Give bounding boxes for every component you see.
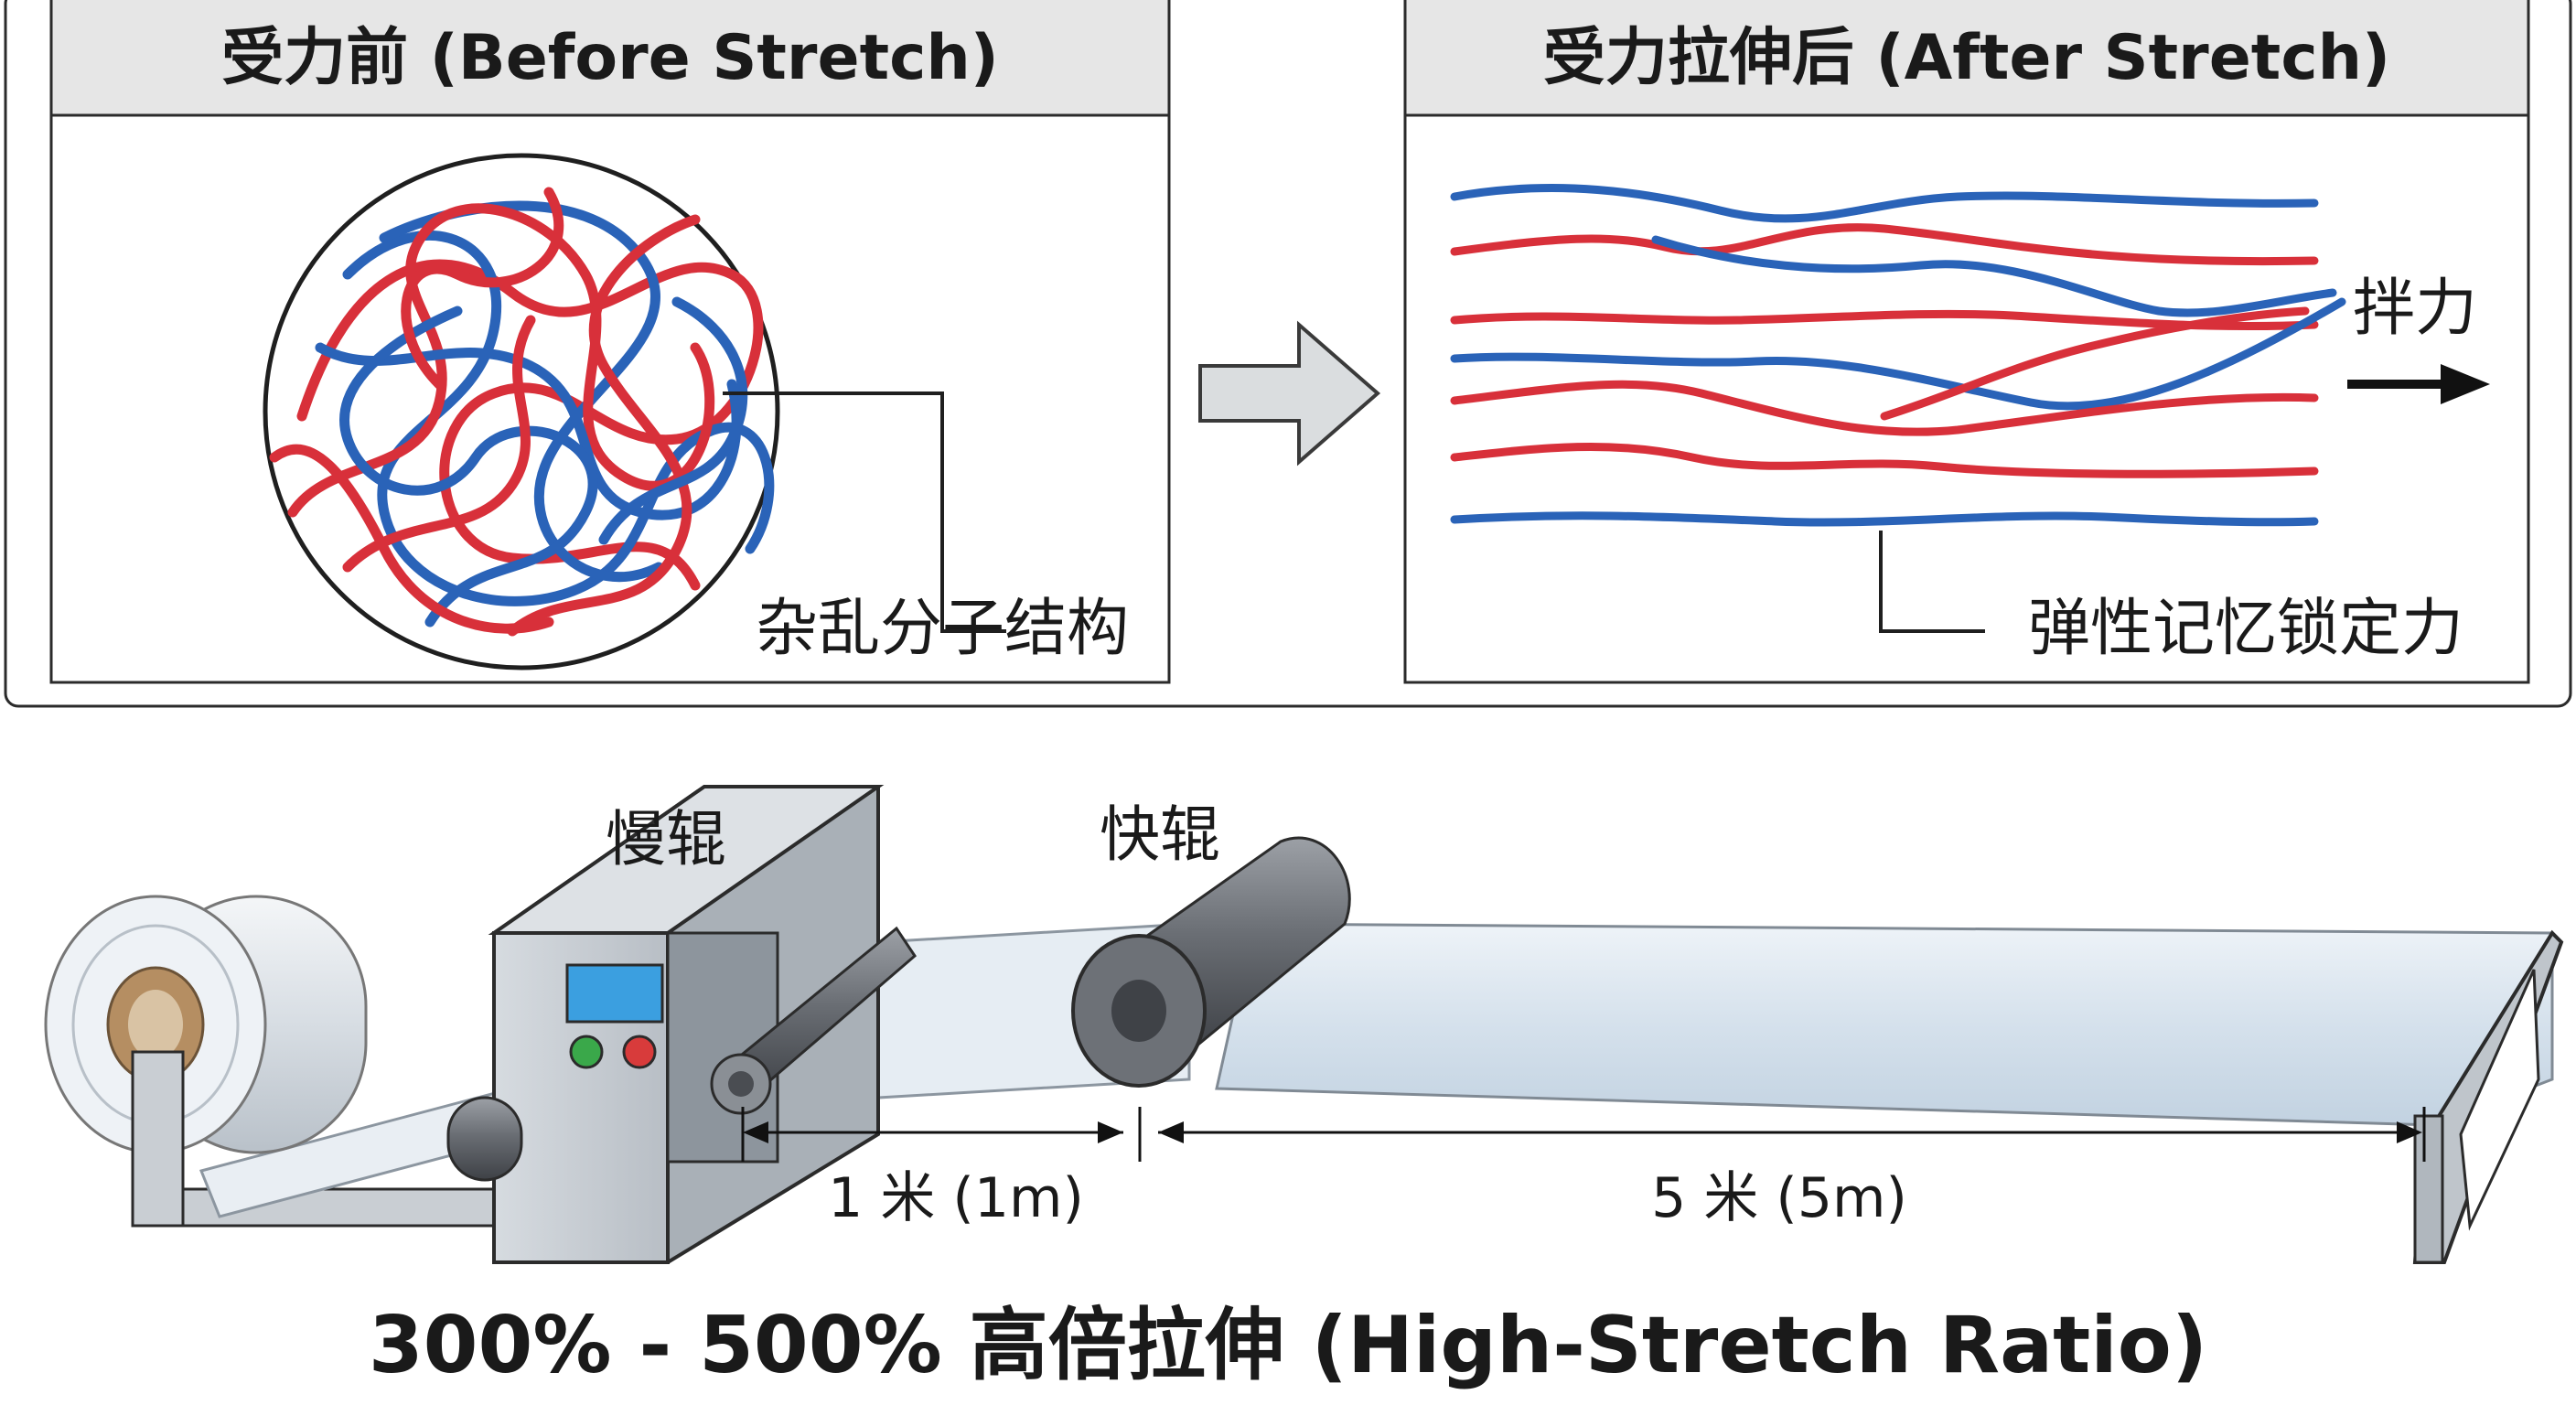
force-arrow-icon <box>2347 364 2490 404</box>
stretch-machine-illustration: 慢辊 快辊 1 米 (1m) 5 米 (5m) <box>44 785 2564 1264</box>
fast-roller <box>1071 836 1351 1088</box>
control-screen <box>565 963 664 1024</box>
red-button <box>622 1035 657 1069</box>
slow-roller-label: 慢辊 <box>606 804 726 874</box>
ratio-caption: 300% - 500% 高倍拉伸 (High-Stretch Ratio) <box>369 1300 2207 1391</box>
right-arrow-icon <box>1198 320 1381 467</box>
dist-1m-label: 1 米 (1m) <box>828 1166 1084 1230</box>
before-stretch-panel: 受力前 (Before Stretch) 杂乱分子结构 <box>49 0 1171 684</box>
slow-roller-machine <box>446 785 917 1264</box>
before-callout-line <box>723 391 1006 633</box>
dimension-1m: 1 米 (1m) <box>741 1107 1142 1230</box>
after-header <box>1403 0 2530 117</box>
after-stretch-panel: 受力拉伸后 (After Stretch) 拌力 弹性记忆锁定力 <box>1403 0 2530 684</box>
force-label: 拌力 <box>2353 273 2477 345</box>
dimension-5m: 5 米 (5m) <box>1158 1107 2426 1230</box>
stretched-film <box>1215 922 2554 1127</box>
fast-roller-label: 快辊 <box>1100 799 1220 870</box>
after-title: 受力拉伸后 (After Stretch) <box>1543 22 2390 94</box>
before-callout-label: 杂乱分子结构 <box>756 593 1129 665</box>
dist-5m-label: 5 米 (5m) <box>1651 1166 1907 1230</box>
source-roll <box>44 895 551 1228</box>
tangled-chains <box>269 187 775 637</box>
after-callout-label: 弹性记忆锁定力 <box>2028 593 2463 665</box>
after-callout-line <box>1879 531 1985 633</box>
aligned-chains <box>1450 184 2346 527</box>
green-button <box>569 1035 604 1069</box>
before-header <box>49 0 1171 117</box>
before-title: 受力前 (Before Stretch) <box>221 22 999 94</box>
